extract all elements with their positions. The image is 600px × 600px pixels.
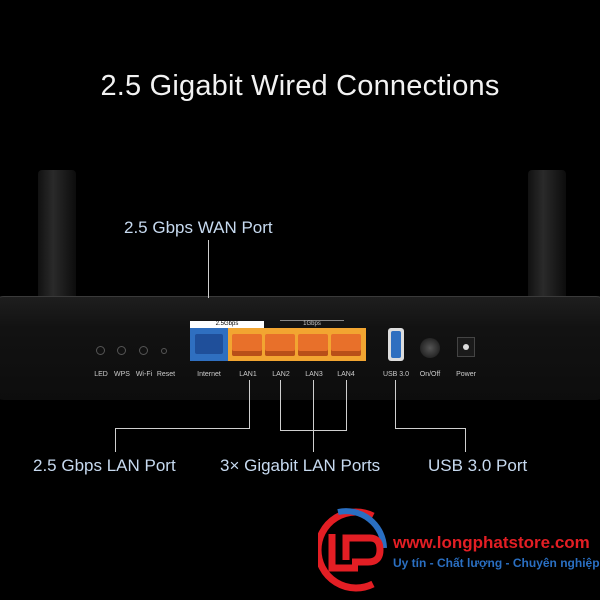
wps-label: WPS <box>114 371 130 378</box>
lan1-port <box>232 334 262 356</box>
wifi-button <box>139 346 148 355</box>
usb-label: USB 3.0 <box>382 371 410 378</box>
lan4-port <box>331 334 361 356</box>
lan4-label: LAN4 <box>337 371 355 378</box>
store-url: www.longphatstore.com <box>393 533 590 552</box>
lan25-callout: 2.5 Gbps LAN Port <box>33 456 176 475</box>
usb-callout: USB 3.0 Port <box>428 456 528 475</box>
power-jack <box>457 337 475 357</box>
wan-speed-tag: 2.5Gbps <box>190 321 264 328</box>
internet-label: Internet <box>197 371 221 378</box>
power-switch <box>420 338 440 358</box>
gig-line-3 <box>313 380 314 452</box>
lan1-label: LAN1 <box>239 371 257 378</box>
led-label: LED <box>94 371 108 378</box>
reset-label: Reset <box>156 371 176 378</box>
wan-callout: 2.5 Gbps WAN Port <box>124 218 273 237</box>
usb-line-v <box>395 380 396 428</box>
lan25-line-drop <box>115 428 116 452</box>
page-title: 2.5 Gigabit Wired Connections <box>100 70 500 102</box>
lan25-line-h <box>115 428 250 429</box>
lan25-line-v <box>249 380 250 428</box>
onoff-label: On/Off <box>419 371 441 378</box>
store-logo <box>314 508 388 592</box>
lan3-port <box>298 334 328 356</box>
gig-line-4 <box>346 380 347 430</box>
wifi-label: Wi-Fi <box>135 371 153 378</box>
reset-button <box>161 348 167 354</box>
store-tagline: Uy tín - Chất lượng - Chuyên nghiệp <box>393 556 600 570</box>
gig-lan-callout: 3× Gigabit LAN Ports <box>220 456 381 475</box>
lan2-port <box>265 334 295 356</box>
wps-button <box>117 346 126 355</box>
lan2-label: LAN2 <box>272 371 290 378</box>
wan-port <box>190 328 228 361</box>
usb-line-h <box>395 428 465 429</box>
usb-line-drop <box>465 428 466 452</box>
usb-port <box>388 328 404 361</box>
gig-line-h <box>280 430 347 431</box>
lan3-label: LAN3 <box>305 371 323 378</box>
gig-line-2 <box>280 380 281 430</box>
wan-callout-line <box>208 240 209 298</box>
lan-speed-tag: 1Gbps <box>280 320 344 327</box>
power-label: Power <box>456 371 476 378</box>
led-button <box>96 346 105 355</box>
